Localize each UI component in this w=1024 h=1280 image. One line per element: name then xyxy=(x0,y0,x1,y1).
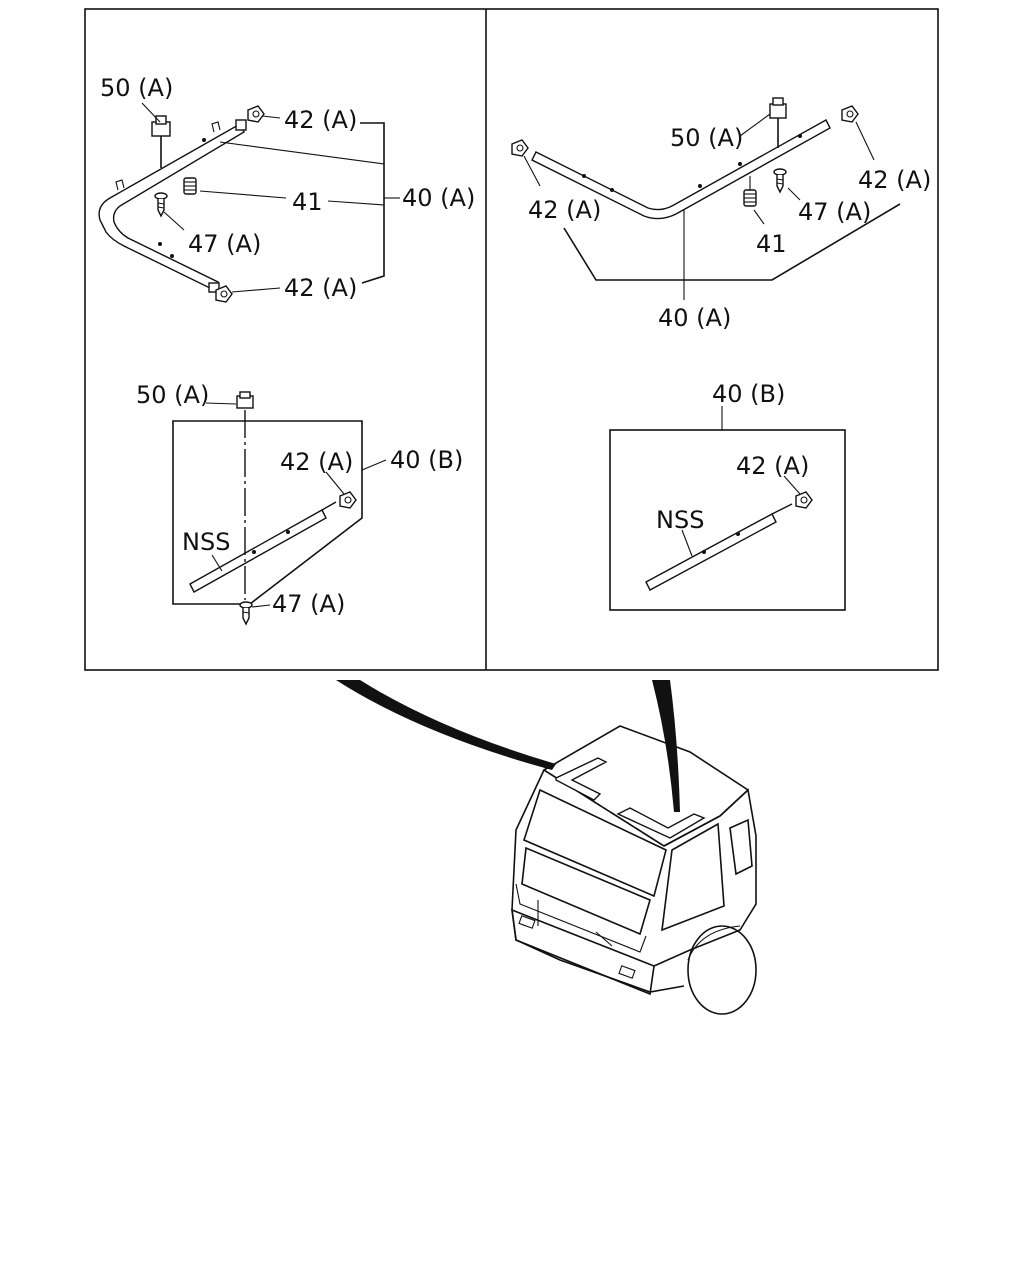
label-50a: 50 (A) xyxy=(136,381,209,409)
clip-41-icon xyxy=(183,177,197,195)
rail-hole-icon xyxy=(738,162,742,166)
label-50a: 50 (A) xyxy=(100,74,173,102)
rail-tab-icon xyxy=(115,179,125,191)
label-40b: 40 (B) xyxy=(390,446,463,474)
windshield xyxy=(523,788,667,898)
rail-hole-icon xyxy=(610,188,614,192)
label-42a-upper: 42 (A) xyxy=(284,106,357,134)
clip-50a-icon xyxy=(151,115,171,168)
label-nss: NSS xyxy=(182,528,230,556)
straight-rail-40b xyxy=(189,509,327,593)
rail-hole-icon xyxy=(202,138,206,142)
nut-42a-icon xyxy=(841,105,859,123)
rail-hole-icon xyxy=(702,550,706,554)
right-top-assembly: 50 (A) 42 (A) 42 (A) 47 (A) 41 40 (A) xyxy=(511,97,931,332)
clip-50a-icon xyxy=(769,97,787,148)
clip-41-icon xyxy=(743,176,757,207)
nut-42a-icon xyxy=(247,105,265,123)
roof-rail-right xyxy=(616,807,706,839)
diagram-frame xyxy=(84,8,939,671)
callout-pointers xyxy=(336,680,680,812)
label-47a: 47 (A) xyxy=(188,230,261,258)
rail-hole-icon xyxy=(158,242,162,246)
rail-hole-icon xyxy=(798,134,802,138)
screw-47a-icon xyxy=(773,168,787,194)
rear-window xyxy=(729,818,753,876)
label-40a: 40 (A) xyxy=(402,184,475,212)
front-wheel xyxy=(687,925,757,1015)
nut-42a-icon xyxy=(339,491,357,509)
rail-end-lower xyxy=(208,282,220,293)
rail-hole-icon xyxy=(170,254,174,258)
label-50a: 50 (A) xyxy=(670,124,743,152)
label-41: 41 xyxy=(292,188,323,216)
label-42a-lower: 42 (A) xyxy=(284,274,357,302)
screw-47a-icon xyxy=(154,192,168,218)
nut-42a-icon xyxy=(511,139,529,157)
label-42a: 42 (A) xyxy=(280,448,353,476)
rail-hole-icon xyxy=(698,184,702,188)
rail-hole-icon xyxy=(736,532,740,536)
label-40a: 40 (A) xyxy=(658,304,731,332)
l-shaped-rail-40a xyxy=(98,123,245,291)
door-window xyxy=(661,822,725,932)
straight-rail-40b xyxy=(645,513,777,591)
left-bottom-assembly: 50 (A) 42 (A) 40 (B) NSS 47 (A) xyxy=(136,381,463,626)
left-top-assembly: 50 (A) 42 (A) 41 40 (A) 47 (A) 42 (A) xyxy=(98,74,475,303)
label-42a-right: 42 (A) xyxy=(858,166,931,194)
label-40b: 40 (B) xyxy=(712,380,785,408)
label-nss: NSS xyxy=(656,506,704,534)
label-42a: 42 (A) xyxy=(736,452,809,480)
rail-tab-icon xyxy=(211,121,221,133)
screw-47a-icon xyxy=(239,601,253,626)
nut-42a-icon xyxy=(215,285,233,303)
truck-cab-illustration xyxy=(511,725,757,1015)
nut-42a-icon xyxy=(795,491,813,509)
left-40b-callout-box xyxy=(172,420,363,605)
label-42a-left: 42 (A) xyxy=(528,196,601,224)
clip-50a-icon xyxy=(236,391,254,409)
label-47a: 47 (A) xyxy=(272,590,345,618)
label-47a: 47 (A) xyxy=(798,198,871,226)
label-41: 41 xyxy=(756,230,787,258)
right-40b-callout-box xyxy=(609,429,846,611)
v-shaped-rail-40a xyxy=(531,119,831,220)
rail-hole-icon xyxy=(582,174,586,178)
rail-end-upper xyxy=(235,119,247,131)
rail-hole-icon xyxy=(252,550,256,554)
rail-hole-icon xyxy=(286,530,290,534)
roof-rail-left xyxy=(555,757,608,801)
right-bottom-assembly: 40 (B) 42 (A) NSS xyxy=(609,380,846,611)
